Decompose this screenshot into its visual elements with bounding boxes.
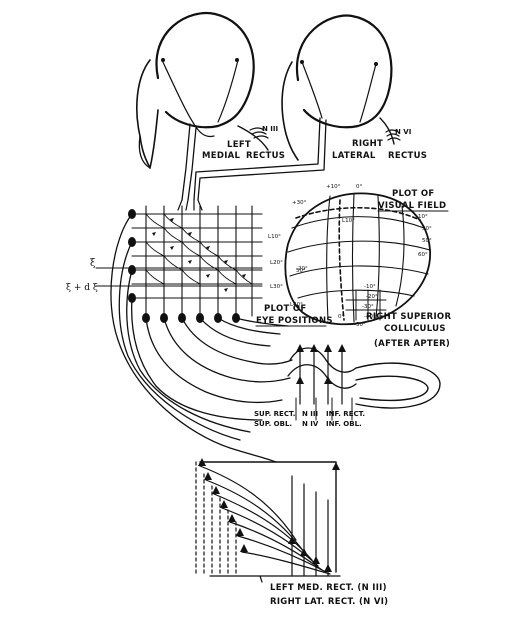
nerve-paths-to-eyes [177, 117, 327, 211]
label-medial: MEDIAL [202, 151, 241, 161]
label-n-four-mid: N IV [302, 420, 319, 428]
tick-m30: -30° [362, 304, 374, 310]
label-right: RIGHT [352, 139, 383, 149]
tick-60: 60° [418, 252, 428, 258]
tick-m30-bottom: -30° [354, 322, 366, 328]
label-after-apter: (AFTER APTER) [374, 339, 450, 349]
label-sup-obl: SUP. OBL. [254, 420, 292, 428]
label-xi-dxi: ξ + d ξ [66, 283, 98, 293]
field-tick-labels: +10° 0° +30° L10° 10° 30° 50° 60° L10° L… [268, 184, 432, 328]
descending-fibers [110, 213, 293, 463]
tick-m40: -40° [364, 314, 376, 320]
tick-30: 30° [422, 226, 432, 232]
tick-0: 0° [356, 184, 362, 190]
left-eye [136, 11, 269, 169]
label-plot-of-eye: PLOT OF [264, 304, 306, 314]
tick-L10: L10° [342, 218, 355, 224]
oculomotor-nuclei [287, 344, 441, 421]
label-inf-obl: INF. OBL. [326, 420, 362, 428]
label-left: LEFT [227, 140, 251, 150]
tick-L30: L30° [270, 284, 283, 290]
tick-10: 10° [418, 214, 428, 220]
tick-plus30: +30° [292, 200, 307, 206]
tick-50: 50° [422, 238, 432, 244]
bottom-circuit [195, 458, 341, 583]
tick-0-bottom: 0° [338, 314, 344, 320]
tick-50-inner: 50° [296, 268, 306, 274]
label-lateral: LATERAL [332, 151, 376, 161]
label-n-three-mid: N III [302, 410, 318, 418]
label-plot-of-visual: PLOT OF [392, 189, 434, 199]
visual-field-plot [284, 192, 431, 326]
tick-L40: L40° [290, 302, 303, 308]
label-n-six-top: N VI [395, 128, 411, 136]
label-colliculus: COLLICULUS [384, 324, 446, 334]
label-rectus-left: RECTUS [246, 151, 285, 161]
label-n-three-top: N III [262, 125, 278, 133]
label-xi: ξ [90, 258, 96, 269]
label-eye-positions: EYE POSITIONS [256, 316, 333, 326]
label-right-superior: RIGHT SUPERIOR [366, 312, 451, 322]
label-inf-rect: INF. RECT. [326, 410, 365, 418]
label-right-lat-rect: RIGHT LAT. RECT. (N VI) [270, 597, 388, 607]
neuron-grid [95, 205, 263, 323]
label-left-med-rect: LEFT MED. RECT. (N III) [270, 583, 387, 593]
label-sup-rect: SUP. RECT. [254, 410, 295, 418]
label-visual-field: VISUAL FIELD [378, 201, 446, 211]
right-eye [281, 14, 401, 161]
tick-20: 20° [298, 266, 308, 272]
tick-m10: -10° [364, 284, 376, 290]
tick-m20: -20° [366, 294, 378, 300]
tick-L20: L20° [270, 260, 283, 266]
label-rectus-right: RECTUS [388, 151, 427, 161]
tick-plus10: +10° [326, 184, 341, 190]
tick-L10-left: L10° [268, 234, 281, 240]
